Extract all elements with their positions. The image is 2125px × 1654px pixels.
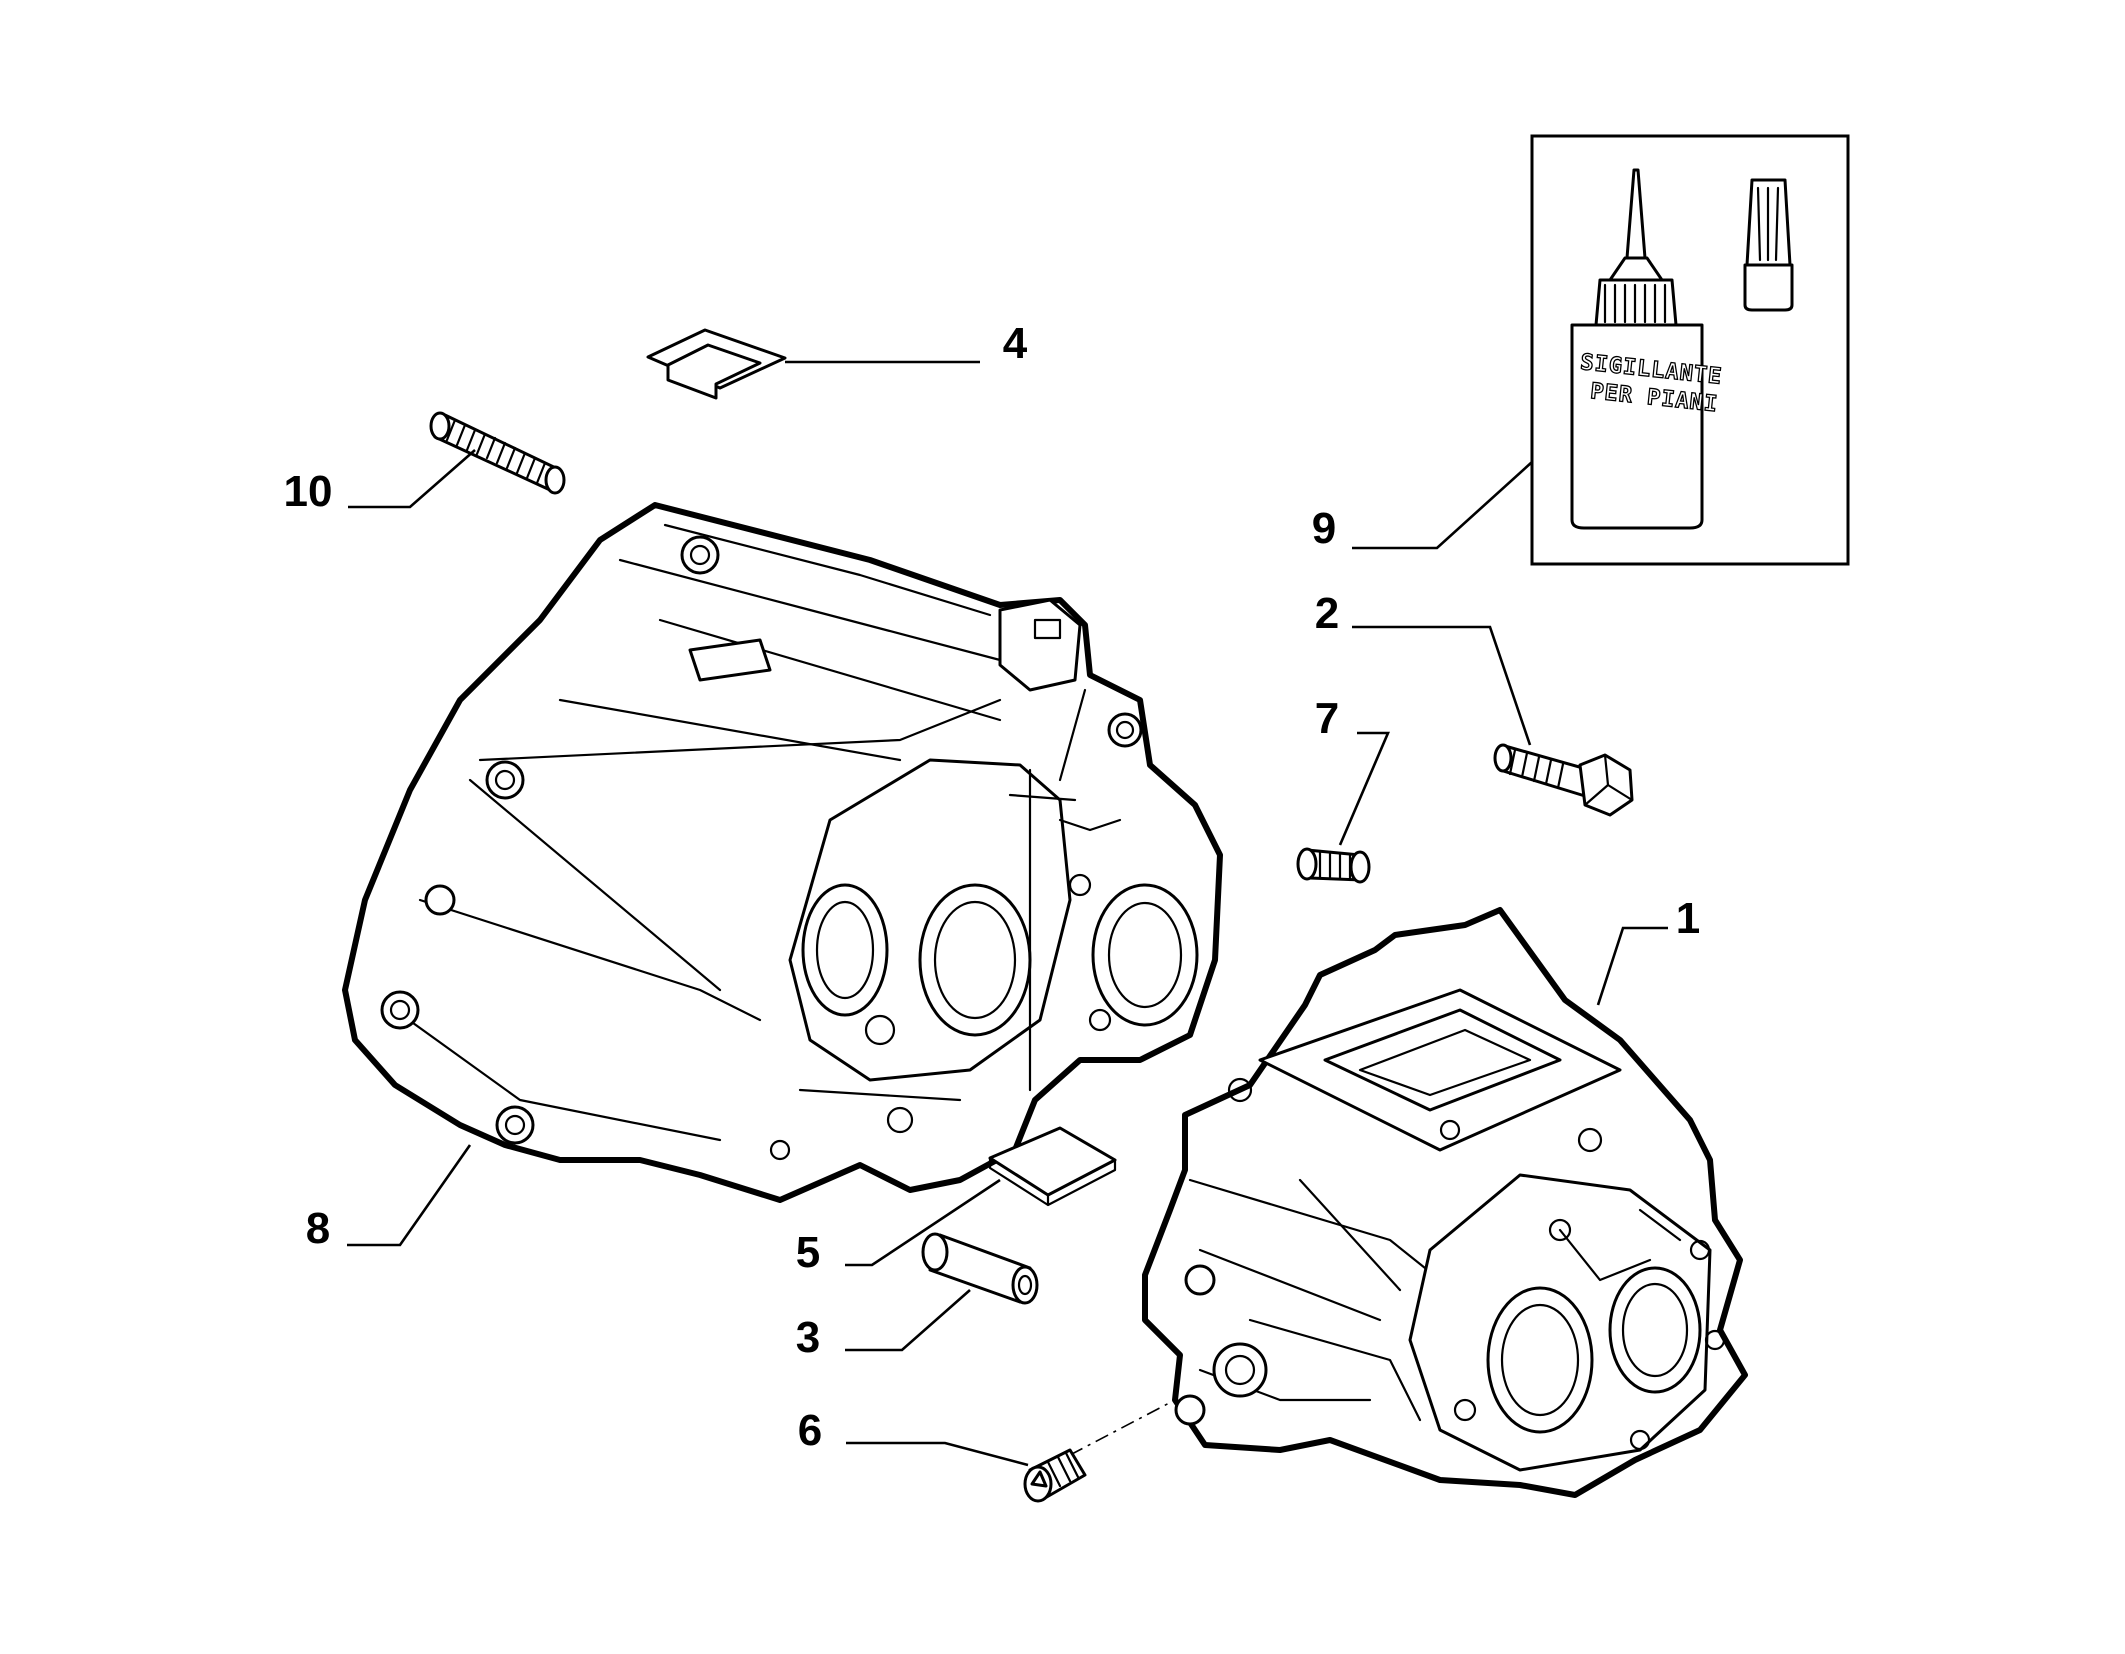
part-8-bell-housing	[342, 502, 1223, 1203]
leader-5	[845, 1178, 1001, 1267]
leader-6	[846, 1441, 1029, 1467]
leader-9	[1352, 461, 1533, 550]
part-10-stud	[429, 411, 566, 495]
leader-1	[1596, 926, 1668, 1006]
leader-10	[348, 449, 476, 509]
leader-7	[1338, 731, 1390, 846]
callout-7: 7	[1315, 694, 1339, 743]
callout-6: 6	[798, 1406, 822, 1455]
leader-lines	[347, 360, 1668, 1467]
callout-9: 9	[1312, 504, 1336, 553]
leader-8	[347, 1144, 472, 1247]
callout-3: 3	[796, 1313, 820, 1362]
part-7-threaded-plug	[1296, 847, 1371, 884]
part-3-dowel-pin	[921, 1232, 1039, 1305]
part-1-gearbox-housing	[1142, 907, 1748, 1498]
part-4-cover-plate	[646, 328, 787, 400]
leader-3	[845, 1289, 971, 1352]
part-5-gasket	[988, 1126, 1117, 1207]
callout-5: 5	[796, 1228, 820, 1277]
part-6-set-screw	[1023, 1448, 1087, 1503]
part-9-sealant-kit: SIGILLANTE PER PIANI	[1530, 134, 1850, 566]
leader-2	[1352, 625, 1532, 746]
callout-1: 1	[1676, 894, 1700, 943]
callout-10: 10	[284, 467, 333, 516]
assembly-axis-line	[1069, 1399, 1176, 1456]
callout-numbers: 1 2 3 4 5 6 7 8 9 10	[284, 319, 1701, 1455]
callout-8: 8	[306, 1204, 330, 1253]
callout-4: 4	[1003, 319, 1028, 368]
part-2-hex-bolt	[1493, 743, 1634, 817]
callout-2: 2	[1315, 589, 1339, 638]
